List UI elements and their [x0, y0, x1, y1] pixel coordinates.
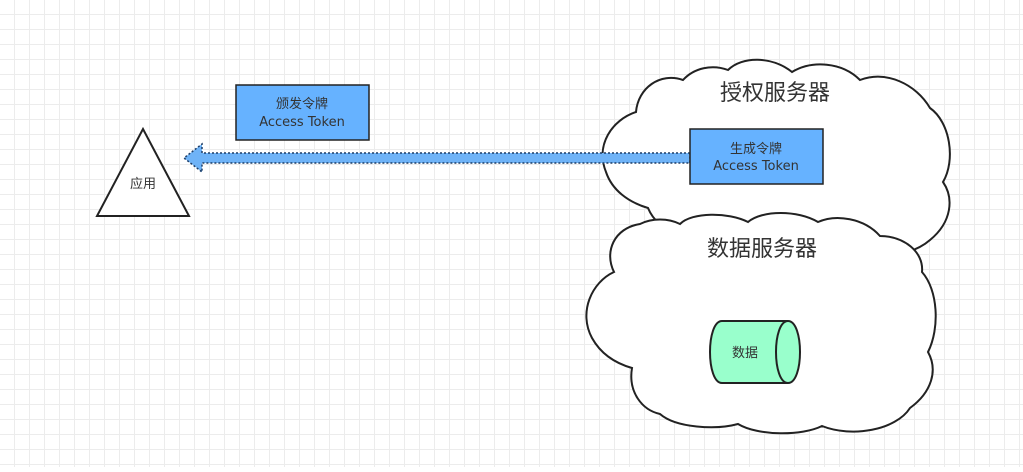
- generate-token-rect: [689, 128, 824, 185]
- generate-token-line1: 生成令牌: [730, 141, 782, 157]
- issue-token-box[interactable]: 颁发令牌 Access Token: [235, 84, 370, 141]
- data-store[interactable]: 数据: [709, 320, 801, 384]
- auth-server-title: 授权服务器: [720, 81, 830, 106]
- generate-token-line2: Access Token: [713, 159, 799, 174]
- issue-token-line2: Access Token: [259, 115, 345, 130]
- data-server-title: 数据服务器: [707, 237, 817, 262]
- data-store-label: 数据: [732, 346, 758, 361]
- triangle-icon: [95, 126, 191, 217]
- token-flow-arrow[interactable]: [182, 142, 691, 174]
- app-label: 应用: [130, 176, 156, 192]
- arrow-shape: [182, 142, 691, 174]
- issue-token-line1: 颁发令牌: [276, 96, 328, 112]
- issue-token-rect: [235, 84, 370, 141]
- generate-token-box[interactable]: 生成令牌 Access Token: [689, 128, 824, 185]
- app-node[interactable]: 应用: [95, 126, 191, 217]
- cylinder-cap: [775, 320, 789, 384]
